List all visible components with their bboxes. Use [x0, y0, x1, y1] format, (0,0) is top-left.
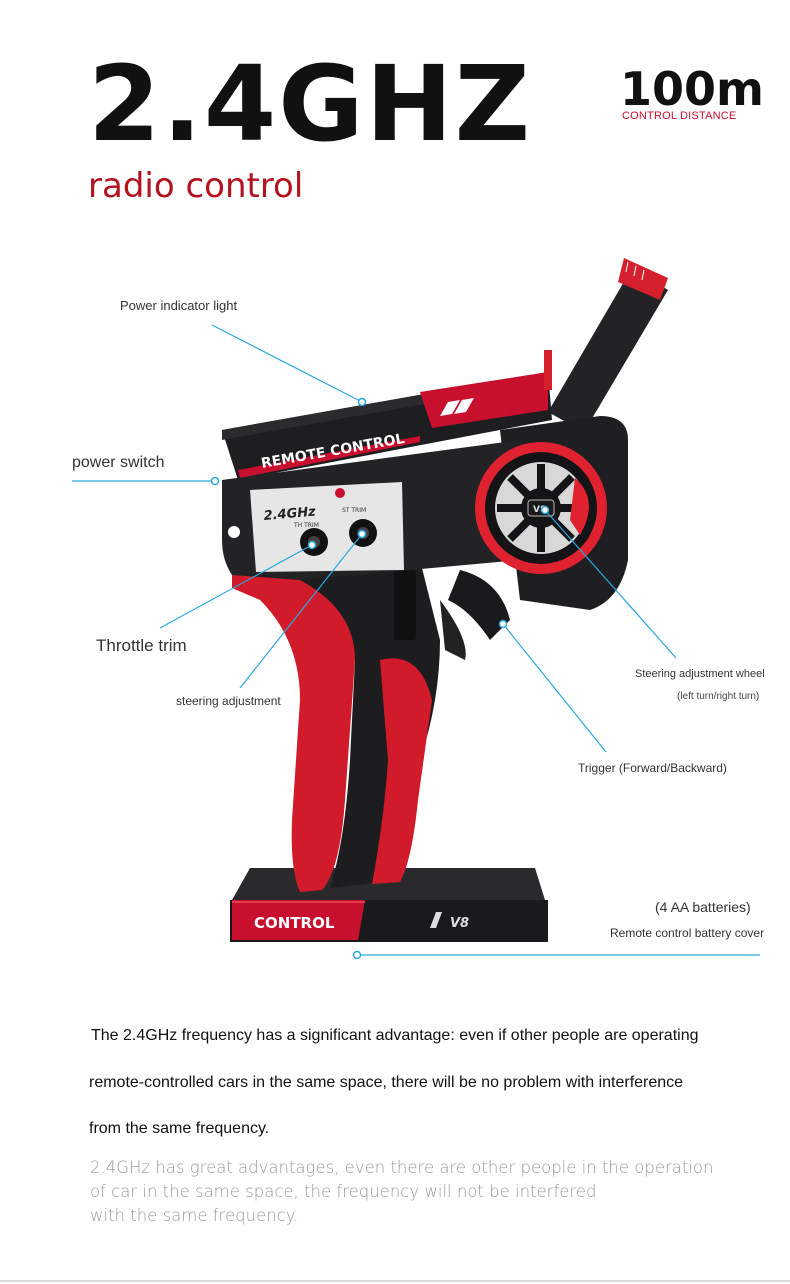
- device-wheel-badge: V8: [533, 505, 546, 515]
- device-th-trim-label: TH TRIM: [293, 522, 319, 529]
- headline: 2.4GHZ: [88, 43, 533, 165]
- device-base-model: V8: [450, 916, 469, 931]
- range-value: 100m: [620, 62, 764, 116]
- alt-description-line-1: 2.4GHz has great advantages, even there …: [90, 1158, 714, 1177]
- description-line-3: from the same frequency.: [89, 1120, 270, 1137]
- callout-batteries: (4 AA batteries): [655, 899, 751, 915]
- grip-handle: [232, 560, 440, 892]
- callout-battery-cover: Remote control battery cover: [610, 926, 765, 940]
- callout-steering-adjustment: steering adjustment: [176, 694, 281, 708]
- callout-throttle-trim: Throttle trim: [96, 636, 187, 655]
- face-panel: [222, 440, 540, 580]
- callout-trigger: Trigger (Forward/Backward): [578, 761, 727, 775]
- callout-dots: [210, 397, 550, 960]
- device-freq-badge: 2.4GHz: [263, 504, 317, 524]
- device-base-text: CONTROL: [254, 914, 335, 932]
- callout-power-indicator: Power indicator light: [120, 298, 238, 313]
- bottom-divider: [0, 1280, 790, 1282]
- callout-lines: [72, 324, 760, 956]
- power-indicator-light: [335, 488, 345, 498]
- description-line-2: remote-controlled cars in the same space…: [89, 1074, 684, 1091]
- description-line-1: The 2.4GHz frequency has a significant a…: [91, 1027, 699, 1044]
- alt-description-line-3: with the same frequency.: [90, 1206, 299, 1225]
- antenna: [548, 258, 668, 432]
- device-st-trim-label: ST TRIM: [342, 507, 366, 514]
- callout-steering-wheel: Steering adjustment wheel: [635, 668, 765, 680]
- callout-power-switch: power switch: [72, 454, 165, 471]
- range-label: CONTROL DISTANCE: [622, 110, 737, 122]
- trigger-shape: [448, 570, 510, 640]
- subheadline: radio control: [88, 166, 304, 206]
- body-top: [222, 350, 552, 480]
- remote-control-illustration: REMOTE CONTROL 2.4GHz TH TRIM ST TRIM CO…: [72, 258, 760, 960]
- callout-steering-wheel-note: (left turn/right turn): [677, 691, 760, 702]
- alt-description-line-2: of car in the same space, the frequency …: [90, 1182, 597, 1201]
